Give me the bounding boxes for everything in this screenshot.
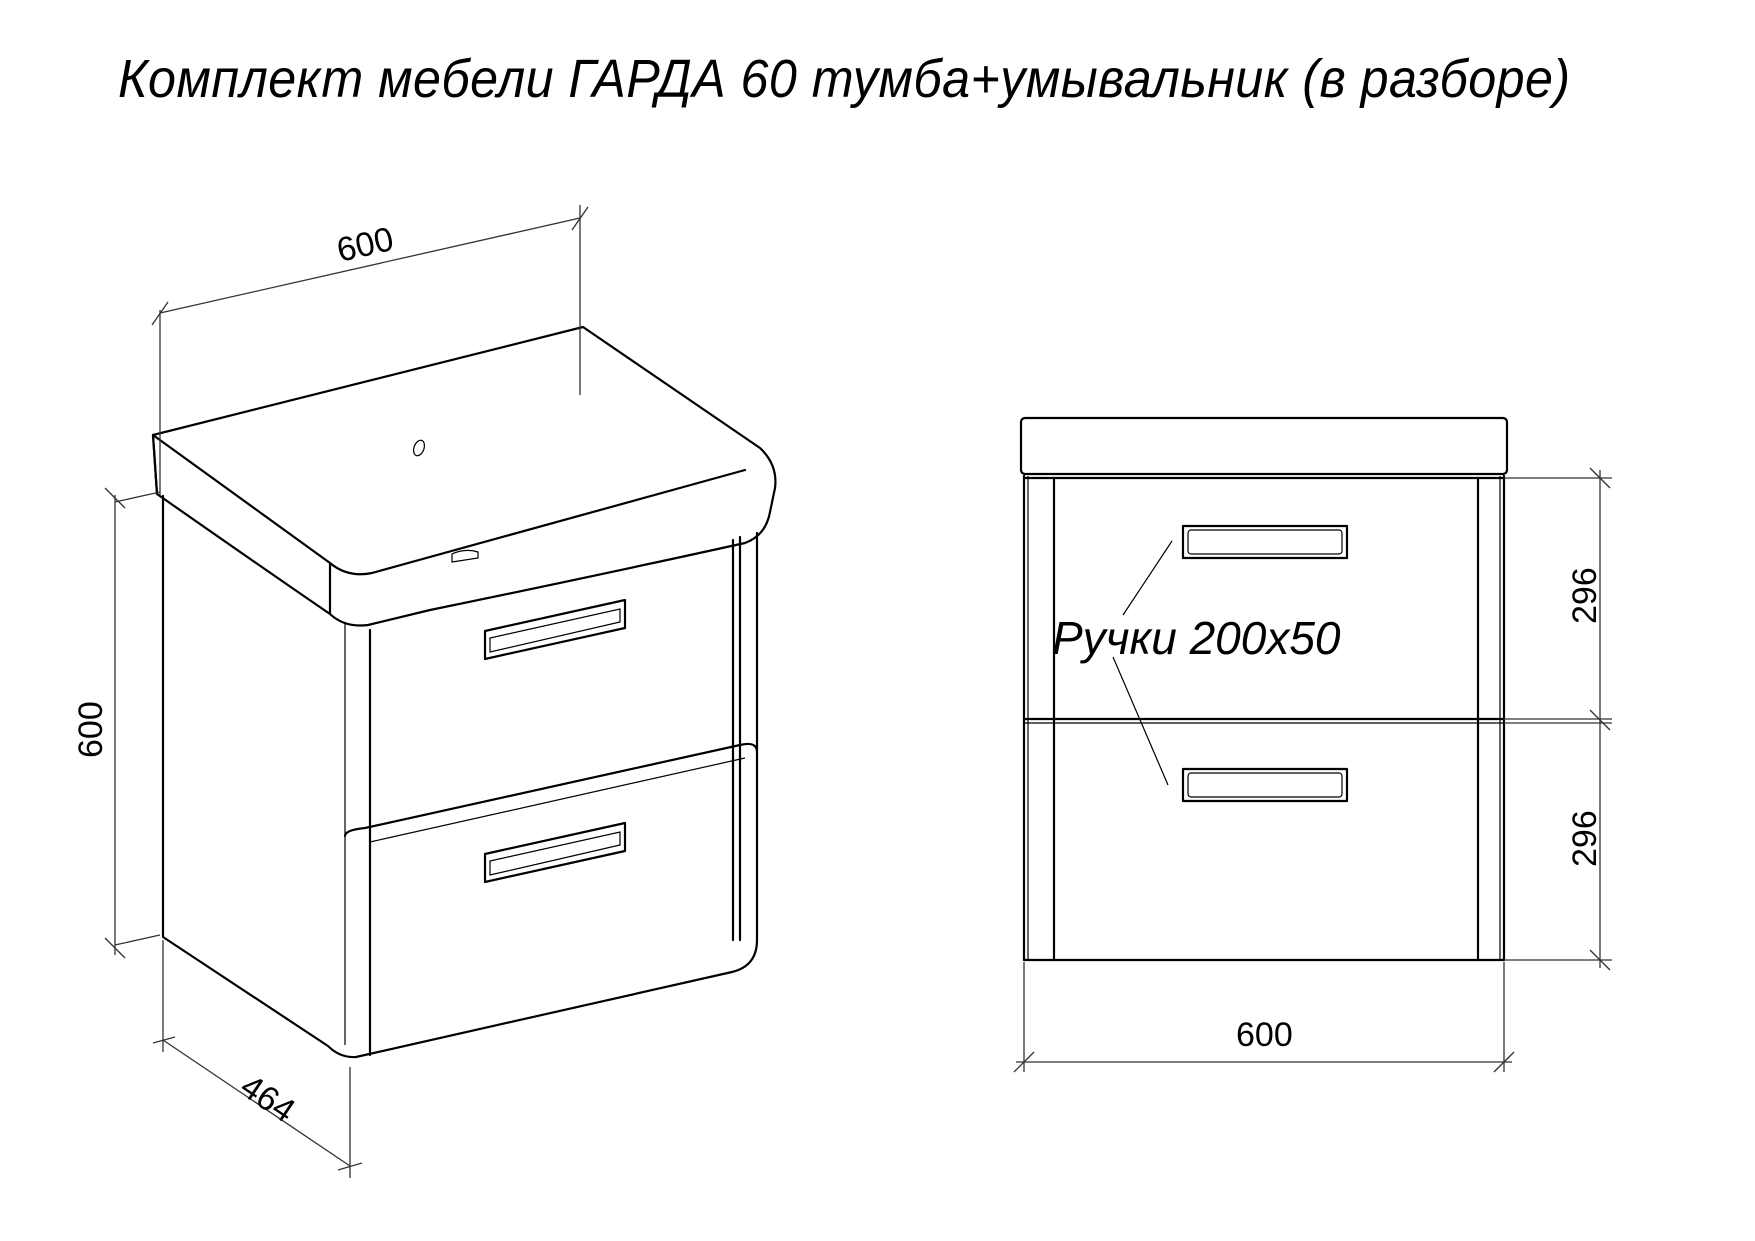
upper-drawer-height-label: 296 [1566, 567, 1604, 624]
iso-handle-lower [483, 821, 627, 884]
tap-hole-icon [412, 439, 426, 457]
isometric-view: 600 600 464 [72, 205, 777, 1178]
drawing-title: Комплект мебели ГАРДА 60 тумба+умывальни… [118, 49, 1571, 109]
front-handle-lower [1181, 767, 1349, 803]
front-view: Ручки 200x50 296 296 600 [1013, 416, 1612, 1073]
iso-width-label: 600 [333, 220, 397, 270]
iso-dim-depth: 464 [152, 940, 363, 1178]
handles-label: Ручки 200x50 [1052, 612, 1341, 664]
iso-dim-width: 600 [151, 205, 589, 495]
front-dim-drawers: 296 296 [1504, 467, 1612, 971]
front-handle-upper [1181, 524, 1349, 560]
iso-dim-height: 600 [72, 487, 161, 959]
iso-depth-label: 464 [234, 1067, 302, 1130]
leader-line-lower [1112, 656, 1169, 786]
front-dim-width: 600 [1013, 962, 1515, 1073]
sink-basin [151, 325, 777, 627]
iso-height-label: 600 [72, 701, 110, 758]
lower-drawer-height-label: 296 [1566, 810, 1604, 867]
front-sink-top [1019, 416, 1509, 476]
cabinet-body [161, 494, 759, 1059]
leader-line-upper [1122, 540, 1173, 616]
front-width-label: 600 [1236, 1016, 1293, 1054]
iso-handle-upper [483, 598, 627, 661]
